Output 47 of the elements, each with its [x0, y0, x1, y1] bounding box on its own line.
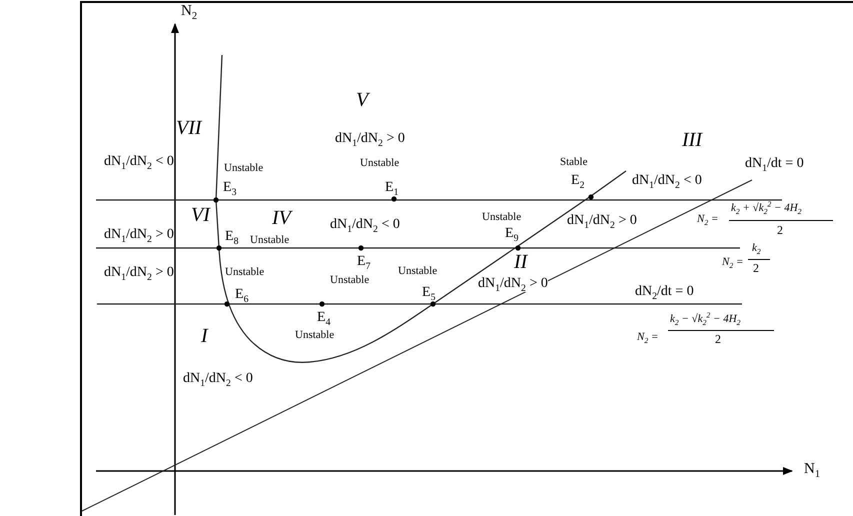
- formula-part: N$_{2}$ =: [722, 257, 744, 269]
- equilibrium-label: E$_{7}$: [357, 255, 370, 270]
- axis-label: N$_{1}$: [804, 462, 820, 478]
- equilibrium-label: E$_{6}$: [235, 288, 248, 303]
- region-label: VII: [176, 118, 202, 139]
- region-label: II: [514, 252, 528, 273]
- stability-label: Unstable: [225, 267, 264, 279]
- slope-condition: dN$_{1}$/dN$_{2}$ > 0: [335, 132, 405, 147]
- region-label: III: [682, 130, 702, 151]
- formula-part: N$_{2}$ =: [637, 332, 658, 344]
- equilibrium-label: E$_{2}$: [571, 174, 584, 189]
- slope-condition: dN$_{1}$/dN$_{2}$ < 0: [183, 372, 253, 387]
- slope-condition: dN$_{1}$/dN$_{2}$ > 0: [104, 266, 174, 281]
- slope-condition: dN$_{1}$/dN$_{2}$ > 0: [567, 214, 637, 229]
- equilibrium-label: E$_{1}$: [385, 181, 398, 196]
- formula-part: k$_{2}$: [752, 243, 761, 255]
- equilibrium-label: E$_{9}$: [505, 227, 518, 242]
- formula-part: 2: [777, 224, 783, 237]
- region-label: I: [201, 326, 208, 347]
- region-label: V: [356, 90, 368, 111]
- stability-label: Unstable: [482, 212, 522, 224]
- equilibrium-label: E$_{3}$: [223, 181, 236, 196]
- stability-label: Unstable: [250, 235, 290, 247]
- slope-condition: dN$_{1}$/dN$_{2}$ < 0: [104, 155, 174, 170]
- formula-part: N$_{2}$ =: [697, 214, 718, 226]
- formula-part: 2: [715, 333, 721, 346]
- region-label: VI: [191, 205, 210, 226]
- stability-label: Stable: [560, 157, 588, 169]
- equilibrium-label: E$_{8}$: [225, 230, 238, 245]
- equilibrium-label: E$_{5}$: [422, 286, 436, 301]
- stability-label: Unstable: [360, 158, 400, 170]
- stability-label: Unstable: [295, 330, 334, 342]
- stability-label: Unstable: [224, 163, 264, 175]
- formula-part: k$_{2}$ − √k$_{2}$$^{2}$ − 4H$_{2}$: [670, 314, 740, 326]
- axis-label: N$_{2}$: [181, 4, 198, 20]
- region-label: IV: [272, 208, 291, 229]
- stability-label: Unstable: [398, 266, 438, 278]
- nullcline-label: dN$_{1}$/dt = 0: [745, 157, 804, 172]
- nullcline-label: dN$_{2}$/dt = 0: [635, 285, 694, 300]
- formula-part: 2: [753, 262, 759, 275]
- formula-part: k$_{2}$ + √k$_{2}$$^{2}$ − 4H$_{2}$: [731, 203, 802, 215]
- slope-condition: dN$_{1}$/dN$_{2}$ < 0: [632, 174, 702, 189]
- equilibrium-label: E$_{4}$: [317, 311, 330, 326]
- slope-condition: dN$_{1}$/dN$_{2}$ > 0: [478, 277, 548, 292]
- slope-condition: dN$_{1}$/dN$_{2}$ > 0: [104, 228, 174, 243]
- slope-condition: dN$_{1}$/dN$_{2}$ < 0: [330, 218, 400, 233]
- stability-label: Unstable: [330, 275, 370, 287]
